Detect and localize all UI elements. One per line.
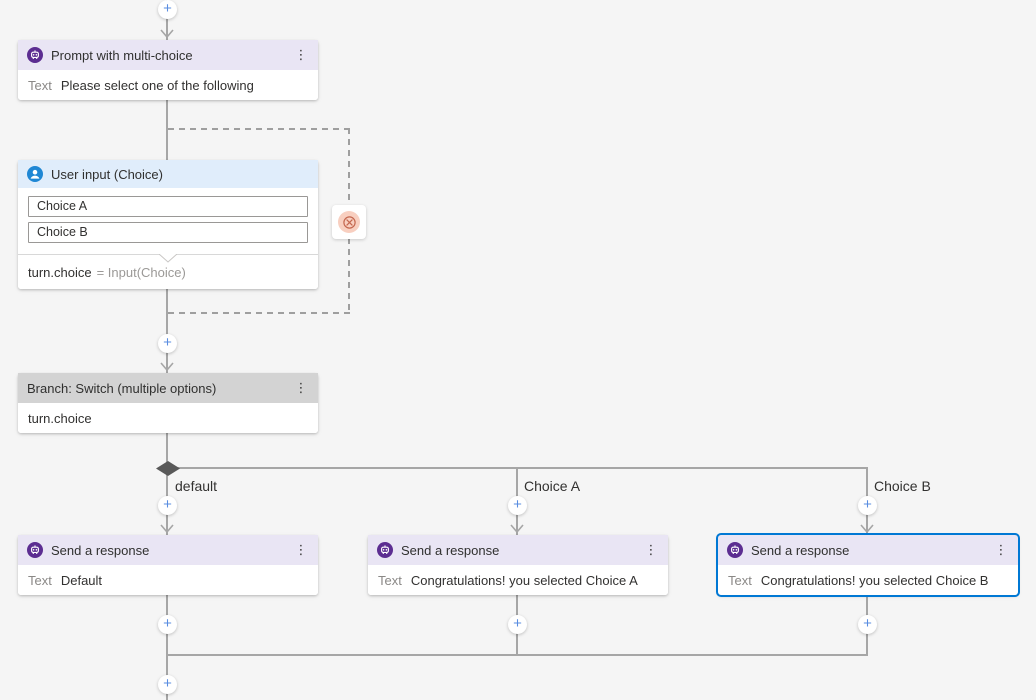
- add-node-button[interactable]: +: [158, 675, 177, 694]
- connector-line: [166, 433, 168, 469]
- result-expression: = Input(Choice): [96, 264, 186, 280]
- branch-label-choice-a: Choice A: [524, 478, 581, 494]
- node-menu-button[interactable]: ⋮: [294, 380, 308, 395]
- choice-option-a[interactable]: Choice A: [28, 196, 308, 217]
- node-header: Branch: Switch (multiple options) ⋮: [18, 373, 318, 403]
- node-title: Send a response: [51, 542, 150, 558]
- node-menu-button[interactable]: ⋮: [294, 542, 308, 557]
- add-node-button[interactable]: +: [508, 615, 527, 634]
- node-header: Send a response ⋮: [18, 535, 318, 565]
- bot-icon: [377, 542, 393, 558]
- node-send-response-choice-b[interactable]: Send a response ⋮ Text Congratulations! …: [716, 533, 1020, 597]
- node-menu-button[interactable]: ⋮: [294, 47, 308, 62]
- node-body: Text Congratulations! you selected Choic…: [368, 565, 668, 595]
- add-node-button[interactable]: +: [158, 496, 177, 515]
- connector-line: [166, 100, 168, 160]
- node-title: Prompt with multi-choice: [51, 47, 193, 63]
- bot-icon: [727, 542, 743, 558]
- arrow-down-icon: [160, 29, 174, 38]
- field-value: Congratulations! you selected Choice B: [760, 572, 989, 588]
- node-header: User input (Choice): [18, 160, 318, 188]
- node-send-response-choice-a[interactable]: Send a response ⋮ Text Congratulations! …: [368, 535, 668, 595]
- field-value: Default: [60, 572, 103, 588]
- add-node-button[interactable]: +: [858, 615, 877, 634]
- node-header: Send a response ⋮: [718, 535, 1018, 565]
- input-result-row: turn.choice = Input(Choice): [18, 254, 318, 289]
- field-value: Congratulations! you selected Choice A: [410, 572, 638, 588]
- choice-list: Choice A Choice B: [18, 188, 318, 254]
- add-node-button[interactable]: +: [158, 615, 177, 634]
- node-title: Branch: Switch (multiple options): [27, 380, 217, 396]
- node-header: Prompt with multi-choice ⋮: [18, 40, 318, 70]
- node-title: Send a response: [401, 542, 500, 558]
- branch-label-choice-b: Choice B: [874, 478, 931, 494]
- field-value: Please select one of the following: [60, 77, 254, 93]
- arrow-down-icon: [160, 362, 174, 371]
- loop-connector-line: [168, 312, 350, 314]
- bot-icon: [27, 47, 43, 63]
- field-label: Text: [28, 572, 52, 588]
- user-icon: [27, 166, 43, 182]
- add-node-button[interactable]: +: [158, 334, 177, 353]
- node-body: Text Congratulations! you selected Choic…: [718, 565, 1018, 595]
- connector-line: [166, 0, 168, 40]
- result-variable: turn.choice: [28, 264, 92, 280]
- branch-label-default: default: [175, 478, 218, 494]
- field-label: Text: [378, 572, 402, 588]
- node-user-input-choice[interactable]: User input (Choice) Choice A Choice B tu…: [18, 160, 318, 289]
- connector-line: [166, 282, 168, 373]
- arrow-down-icon: [860, 524, 874, 533]
- branch-merge-line: [166, 654, 868, 656]
- add-node-button[interactable]: +: [508, 496, 527, 515]
- node-body: Text Default: [18, 565, 318, 595]
- choice-option-b[interactable]: Choice B: [28, 222, 308, 243]
- node-prompt-multi-choice[interactable]: Prompt with multi-choice ⋮ Text Please s…: [18, 40, 318, 100]
- field-label: Text: [28, 77, 52, 93]
- node-header: Send a response ⋮: [368, 535, 668, 565]
- add-node-button[interactable]: +: [858, 496, 877, 515]
- node-title: Send a response: [751, 542, 850, 558]
- field-label: Text: [728, 572, 752, 588]
- loop-goto-marker[interactable]: [332, 205, 366, 239]
- node-body: Text Please select one of the following: [18, 70, 318, 100]
- node-body: turn.choice: [18, 403, 318, 433]
- arrow-down-icon: [160, 524, 174, 533]
- node-title: User input (Choice): [51, 166, 163, 182]
- node-send-response-default[interactable]: Send a response ⋮ Text Default: [18, 535, 318, 595]
- result-notch-icon: [159, 254, 177, 263]
- branch-condition: turn.choice: [28, 410, 92, 426]
- arrow-down-icon: [510, 524, 524, 533]
- branch-diamond: [156, 461, 180, 476]
- circle-x-icon: [338, 211, 360, 233]
- add-node-button[interactable]: +: [158, 0, 177, 19]
- node-branch-switch[interactable]: Branch: Switch (multiple options) ⋮ turn…: [18, 373, 318, 433]
- loop-connector-line: [168, 128, 350, 130]
- bot-icon: [27, 542, 43, 558]
- node-menu-button[interactable]: ⋮: [994, 542, 1008, 557]
- node-menu-button[interactable]: ⋮: [644, 542, 658, 557]
